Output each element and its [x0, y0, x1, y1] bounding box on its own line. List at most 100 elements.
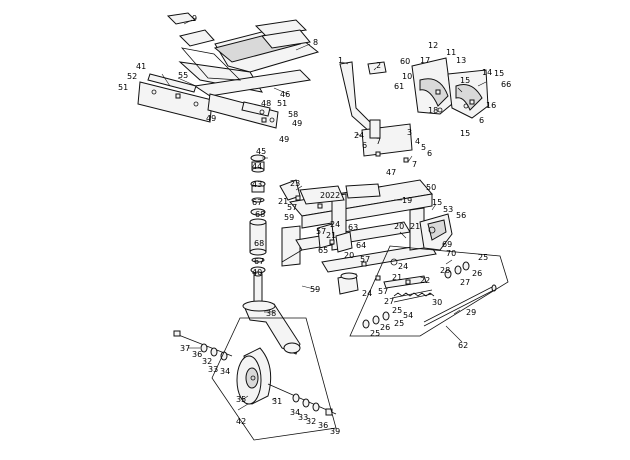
callout: 57 — [360, 255, 370, 264]
main-frame — [281, 179, 453, 295]
callout: 31 — [272, 397, 282, 406]
callout: 13 — [456, 56, 466, 65]
callout: 28 — [440, 266, 450, 275]
callout: 40 — [252, 268, 262, 277]
callout: 9 — [192, 14, 197, 23]
callout: 54 — [403, 311, 413, 320]
group-outlines — [211, 245, 509, 441]
callout: 50 — [426, 183, 436, 192]
callout: 29 — [466, 308, 476, 317]
leader-lines — [161, 19, 487, 411]
caster-wheel — [236, 347, 272, 405]
callout: 32 — [202, 357, 212, 366]
callout: 24 — [330, 220, 340, 229]
fasteners — [175, 89, 475, 285]
callout: 17 — [420, 56, 430, 65]
callout: 21 — [392, 273, 402, 282]
callout: 25 — [370, 329, 380, 338]
callout: 51 — [118, 83, 128, 92]
callout: 66 — [501, 80, 511, 89]
callout: 10 — [402, 72, 412, 81]
callout: 14 — [482, 68, 492, 77]
callout: 34 — [290, 408, 300, 417]
callout: 39 — [330, 427, 340, 436]
callout: 15 — [460, 76, 470, 85]
callout: 60 — [400, 57, 410, 66]
callout: 18 — [428, 106, 438, 115]
callout: 6 — [427, 149, 432, 158]
callout: 20 — [320, 191, 330, 200]
callout: 23 — [290, 179, 300, 188]
callout: 52 — [127, 72, 137, 81]
callout: 1 — [338, 56, 343, 65]
callout: 26 — [472, 269, 482, 278]
callout: 24 — [354, 131, 364, 140]
linkage-parts — [362, 226, 497, 329]
callout: 36 — [192, 350, 202, 359]
callout: 62 — [458, 341, 468, 350]
callout: 3 — [407, 128, 412, 137]
callout: 25 — [478, 253, 488, 262]
callout: 49 — [279, 135, 289, 144]
callout: 44 — [252, 162, 262, 171]
callout: 53 — [443, 205, 453, 214]
callout: 4 — [415, 137, 420, 146]
callout: 37 — [180, 344, 190, 353]
callout: 64 — [356, 241, 366, 250]
callout: 16 — [486, 101, 496, 110]
callout: 45 — [256, 147, 266, 156]
callout: 24 — [362, 289, 372, 298]
callout: 57 — [378, 287, 388, 296]
callout: 57 — [287, 203, 297, 212]
callout: 20 — [344, 251, 354, 260]
callout: 47 — [386, 168, 396, 177]
callout: 59 — [310, 285, 320, 294]
control-lever — [339, 61, 413, 157]
callout: 63 — [348, 223, 358, 232]
callout: 38 — [266, 309, 276, 318]
callout: 34 — [220, 367, 230, 376]
callout: 15 — [494, 69, 504, 78]
callout: 6 — [479, 116, 484, 125]
callout: 27 — [384, 297, 394, 306]
callout: 33 — [208, 365, 218, 374]
callout: 51 — [277, 99, 287, 108]
callout: 33 — [298, 413, 308, 422]
callout: 43 — [252, 180, 262, 189]
callout: 19 — [402, 196, 412, 205]
callout: 68 — [255, 210, 265, 219]
callout: 55 — [178, 71, 188, 80]
callout: 70 — [446, 249, 456, 258]
callout: 22 — [420, 276, 430, 285]
right-rear-bracket — [207, 93, 279, 129]
callout: 68 — [254, 239, 264, 248]
callout: 8 — [313, 38, 318, 47]
callout: 32 — [306, 417, 316, 426]
callout: 7 — [376, 137, 381, 146]
callout: 35 — [236, 395, 246, 404]
callout: 69 — [442, 240, 452, 249]
callout: 36 — [318, 421, 328, 430]
callout: 26 — [380, 323, 390, 332]
left-bracket — [137, 73, 213, 123]
callouts: 9 8 41 52 51 55 46 48 51 58 49 49 49 1 2… — [118, 14, 511, 436]
callout: 58 — [288, 110, 298, 119]
callout: 56 — [456, 211, 466, 220]
callout: 15 — [432, 198, 442, 207]
callout: 41 — [136, 62, 146, 71]
callout: 20 — [394, 222, 404, 231]
caster-fork — [242, 300, 301, 355]
callout: 11 — [446, 48, 456, 57]
callout: 7 — [412, 160, 417, 169]
callout: 12 — [428, 41, 438, 50]
callout: 49 — [206, 114, 216, 123]
axle-parts — [173, 330, 337, 416]
callout: 21 — [326, 231, 336, 240]
callout: 48 — [261, 99, 271, 108]
callout: 65 — [318, 246, 328, 255]
callout: 67 — [252, 198, 262, 207]
callout: 21 — [410, 222, 420, 231]
callout: 67 — [254, 257, 264, 266]
